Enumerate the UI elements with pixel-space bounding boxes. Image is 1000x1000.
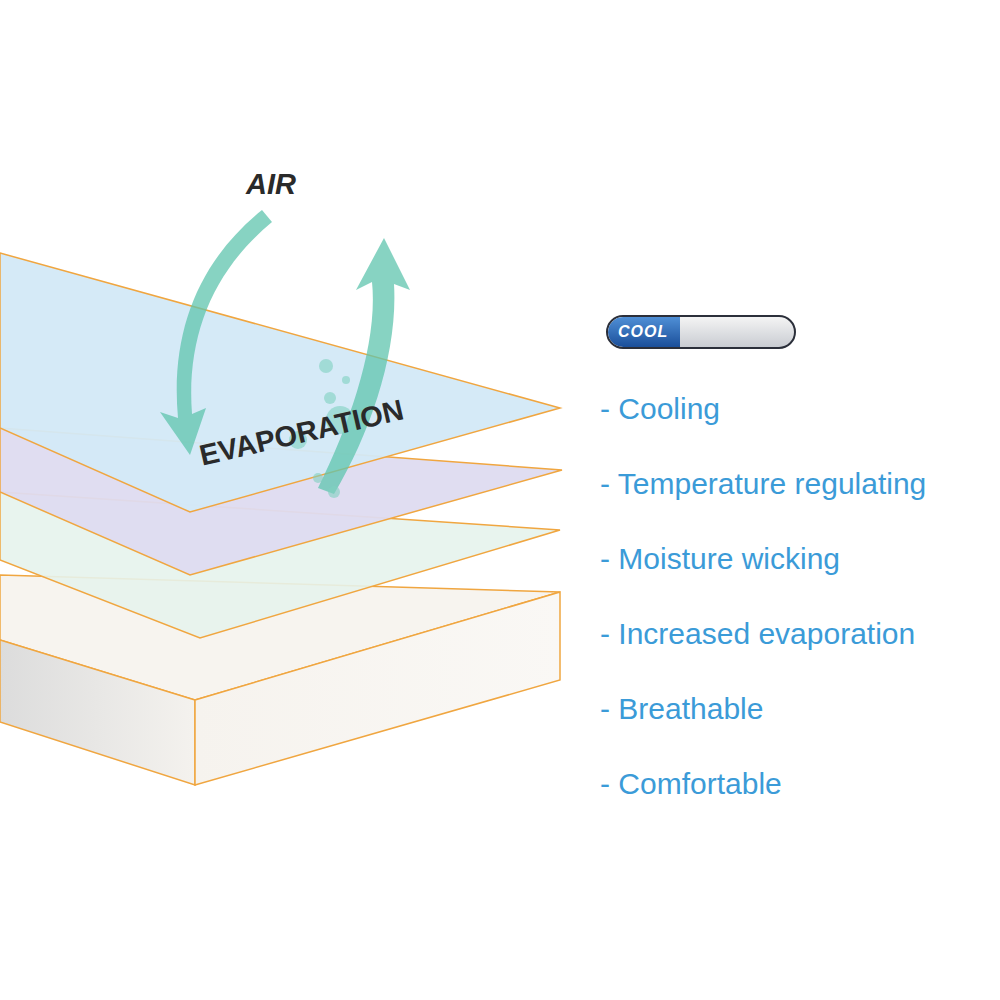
feature-item: - Breathable bbox=[600, 692, 763, 726]
feature-item: - Moisture wicking bbox=[600, 542, 840, 576]
block-side bbox=[0, 640, 195, 785]
badge-blue-fill: COOL bbox=[608, 317, 680, 347]
feature-item: - Comfortable bbox=[600, 767, 782, 801]
blue-top-layer bbox=[0, 253, 560, 512]
feature-item: - Increased evaporation bbox=[600, 617, 915, 651]
cool-badge: COOL bbox=[606, 315, 796, 349]
air-label: AIR bbox=[246, 168, 296, 201]
air-down-arrow bbox=[160, 210, 272, 455]
evaporation-up-arrow bbox=[318, 238, 410, 494]
feature-item: - Temperature regulating bbox=[600, 467, 926, 501]
feature-item: - Cooling bbox=[600, 392, 720, 426]
badge-text: COOL bbox=[618, 323, 668, 341]
